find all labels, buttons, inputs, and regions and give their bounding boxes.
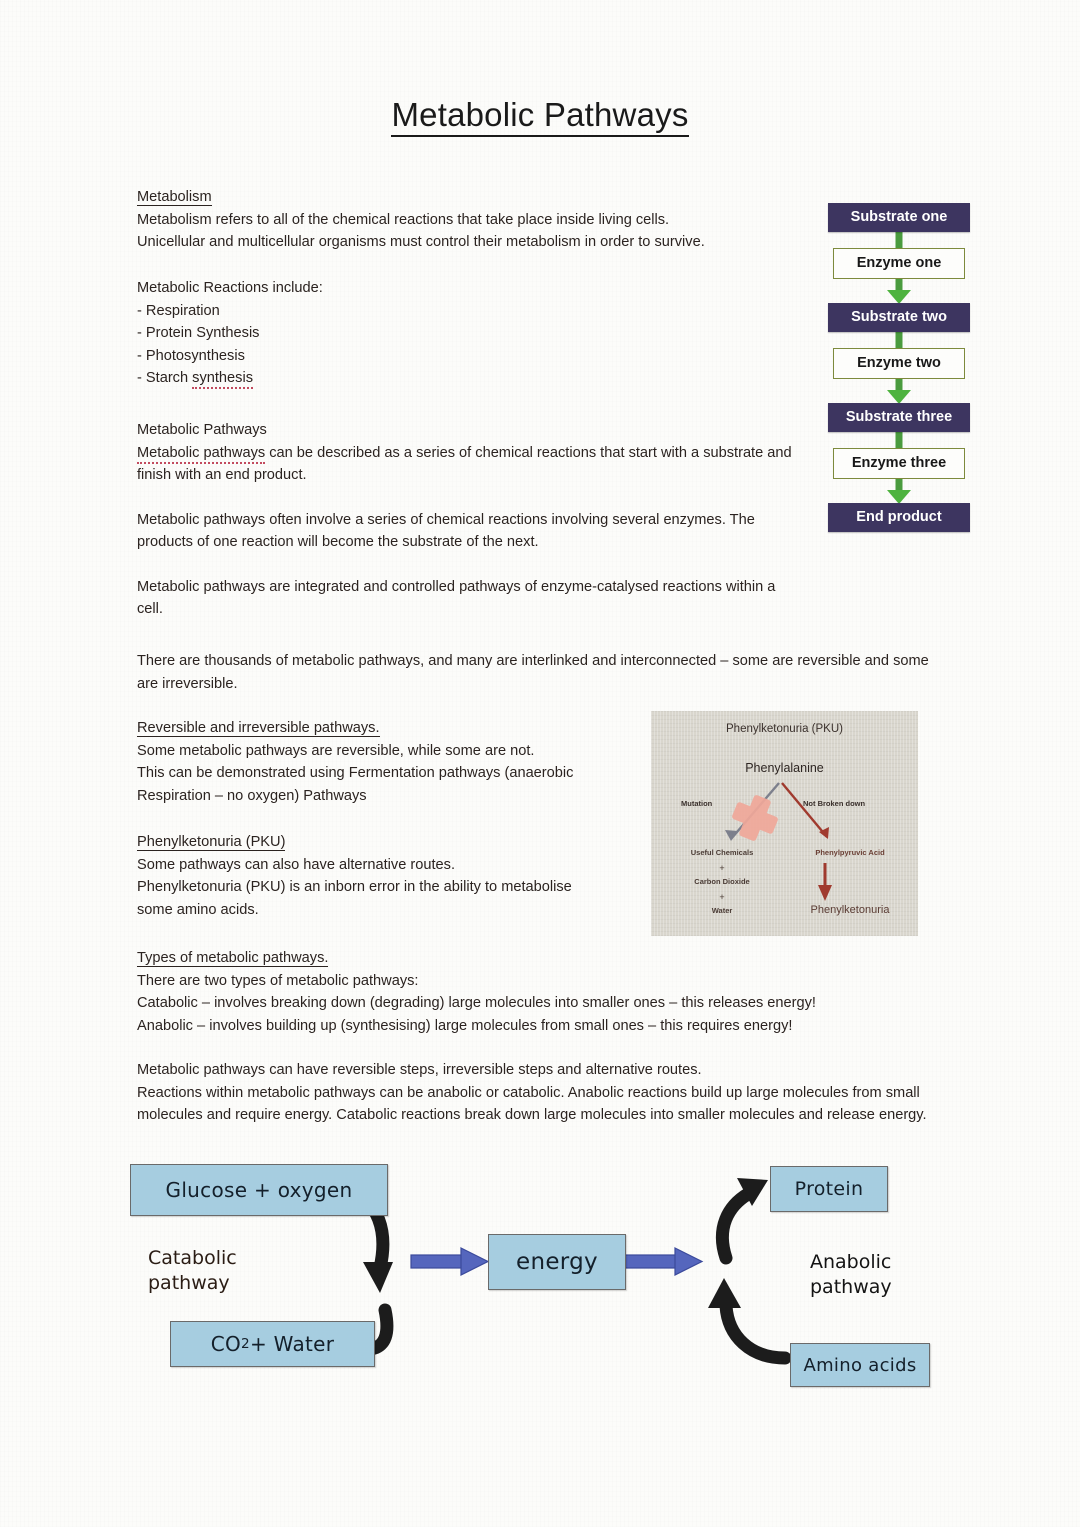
- box-co2-prefix: CO: [210, 1332, 241, 1356]
- pku-node-carbon-dioxide: Carbon Dioxide: [694, 877, 750, 886]
- section-pathways: Metabolic Pathways Metabolic pathways ca…: [137, 419, 947, 621]
- box-glucose-oxygen: Glucose + oxygen: [130, 1164, 388, 1216]
- reversible-line-2: This can be demonstrated using Fermentat…: [137, 765, 574, 781]
- flow-arrow-1: [828, 279, 970, 303]
- anabolic-arrow-bottom: [719, 1299, 792, 1365]
- flow-step-enzyme-one: Enzyme one: [833, 248, 965, 279]
- types-line-3: Anabolic – involves building up (synthes…: [137, 1017, 793, 1034]
- flow-connector-1: [828, 232, 970, 248]
- section-types: Types of metabolic pathways. There are t…: [137, 947, 947, 1037]
- metabolism-heading: Metabolism: [137, 189, 212, 206]
- label-anabolic-line-1: Anabolic: [810, 1251, 892, 1273]
- types-paragraph-1: Metabolic pathways can have reversible s…: [137, 1062, 702, 1078]
- blue-arrow-right: [624, 1247, 704, 1276]
- reactions-item-3-prefix: - Starch: [137, 370, 193, 386]
- reversible-line-3: Respiration – no oxygen) Pathways: [137, 787, 367, 804]
- pku-heading: Phenylketonuria (PKU): [137, 834, 286, 851]
- pathways-heading: Metabolic Pathways: [137, 422, 267, 438]
- label-anabolic-line-2: pathway: [810, 1276, 892, 1298]
- flow-connector-3: [828, 432, 970, 448]
- flow-arrow-2: [828, 379, 970, 403]
- section-reversible: Reversible and irreversible pathways. So…: [137, 717, 657, 807]
- reactions-item-1: - Protein Synthesis: [137, 325, 260, 341]
- flow-connector-2: [828, 332, 970, 348]
- types-heading: Types of metabolic pathways.: [137, 950, 329, 967]
- flow-arrow-3: [828, 479, 970, 503]
- section-thousands: There are thousands of metabolic pathway…: [137, 650, 947, 695]
- flow-step-enzyme-two: Enzyme two: [833, 348, 965, 379]
- flow-step-enzyme-three: Enzyme three: [833, 448, 965, 479]
- pku-node-phenylpyruvic-acid: Phenylpyruvic Acid: [815, 848, 885, 857]
- pku-plus-2: +: [719, 892, 725, 902]
- metabolism-line-1: Metabolism refers to all of the chemical…: [137, 211, 670, 228]
- pku-node-water: Water: [711, 906, 733, 915]
- flow-step-end-product: End product: [828, 503, 970, 532]
- metabolism-line-2: Unicellular and multicellular organisms …: [137, 234, 705, 250]
- label-anabolic-pathway: Anabolic pathway: [810, 1250, 892, 1300]
- reactions-heading: Metabolic Reactions include:: [137, 280, 323, 296]
- flow-step-substrate-two: Substrate two: [828, 303, 970, 332]
- section-metabolism: Metabolism Metabolism refers to all of t…: [137, 186, 947, 254]
- pku-line-2: Phenylketonuria (PKU) is an inborn error…: [137, 879, 572, 895]
- section-types-detail: Metabolic pathways can have reversible s…: [137, 1059, 947, 1127]
- page-title: Metabolic Pathways: [0, 96, 1080, 137]
- anabolic-arrow-top: [715, 1187, 755, 1265]
- pathways-paragraph-1-rest: can be described as a series of chemical…: [137, 444, 792, 484]
- label-catabolic-line-1: Catabolic: [148, 1247, 237, 1269]
- pku-figure-image: Phenylketonuria (PKU) Phenylalanine Muta…: [651, 711, 918, 936]
- box-energy: energy: [488, 1234, 626, 1290]
- flow-step-substrate-three: Substrate three: [828, 403, 970, 432]
- box-amino-acids: Amino acids: [790, 1343, 930, 1387]
- box-co2-suffix: + Water: [249, 1332, 335, 1356]
- mutation-block-symbol: [732, 795, 778, 841]
- types-paragraph-2: Reactions within metabolic pathways can …: [137, 1084, 927, 1124]
- pku-node-phenylketonuria: Phenylketonuria: [810, 904, 890, 916]
- metabolic-flow-diagram: Substrate one Enzyme one Substrate two E…: [828, 203, 970, 532]
- pathways-paragraph-3: Metabolic pathways are integrated and co…: [137, 578, 776, 618]
- box-co2-subscript: 2: [241, 1336, 250, 1352]
- page-title-text: Metabolic Pathways: [391, 96, 689, 137]
- pathways-paragraph-4: There are thousands of metabolic pathway…: [137, 653, 929, 692]
- label-catabolic-line-2: pathway: [148, 1272, 230, 1294]
- section-pku: Phenylketonuria (PKU) Some pathways can …: [137, 831, 657, 921]
- pku-figure-title: Phenylketonuria (PKU): [726, 723, 843, 735]
- pathways-paragraph-2: Metabolic pathways often involve a serie…: [137, 511, 755, 551]
- pathways-misspelling: Metabolic pathways: [137, 444, 266, 464]
- types-line-1: There are two types of metabolic pathway…: [137, 972, 419, 989]
- blue-arrow-left: [410, 1247, 490, 1276]
- pku-figure-lines: [725, 782, 832, 901]
- box-protein: Protein: [770, 1166, 888, 1212]
- reactions-item-3: - Starch synthesis: [137, 367, 947, 390]
- pku-plus-1: +: [719, 863, 725, 873]
- pathways-paragraph-1: Metabolic pathways can be described as a…: [137, 442, 797, 487]
- reactions-item-2: - Photosynthesis: [137, 347, 245, 364]
- pku-node-phenylalanine: Phenylalanine: [745, 761, 824, 775]
- pku-label-not-broken-down: Not Broken down: [803, 799, 866, 808]
- pku-line-1: Some pathways can also have alternative …: [137, 856, 455, 873]
- flow-step-substrate-one: Substrate one: [828, 203, 970, 232]
- pku-line-3: some amino acids.: [137, 901, 259, 918]
- pku-node-useful-chemicals: Useful Chemicals: [690, 848, 754, 857]
- pku-label-mutation: Mutation: [681, 799, 713, 808]
- reversible-heading: Reversible and irreversible pathways.: [137, 720, 380, 737]
- reversible-line-1: Some metabolic pathways are reversible, …: [137, 742, 535, 759]
- reactions-item-0: - Respiration: [137, 302, 220, 319]
- reactions-item-3-misspelling: synthesis: [192, 370, 253, 389]
- section-reactions: Metabolic Reactions include: - Respirati…: [137, 277, 947, 390]
- label-catabolic-pathway: Catabolic pathway: [148, 1246, 237, 1296]
- types-line-2: Catabolic – involves breaking down (degr…: [137, 995, 816, 1011]
